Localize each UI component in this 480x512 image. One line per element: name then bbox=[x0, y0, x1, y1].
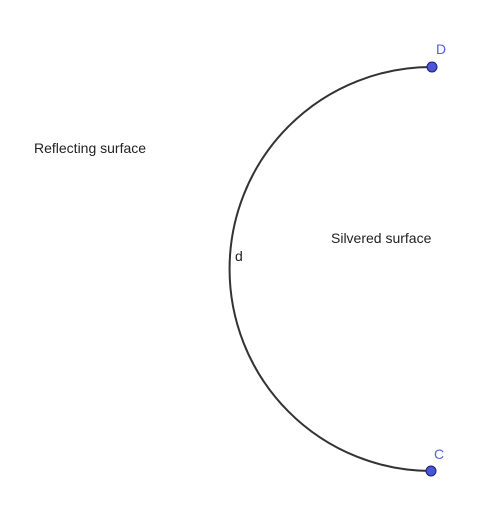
point-c-label: C bbox=[434, 446, 444, 462]
arc-name-label: d bbox=[235, 248, 243, 264]
reflecting-surface-label: Reflecting surface bbox=[34, 140, 146, 156]
silvered-surface-label: Silvered surface bbox=[331, 230, 432, 246]
point-c[interactable] bbox=[425, 465, 437, 477]
point-d[interactable] bbox=[426, 61, 438, 73]
point-d-label: D bbox=[436, 41, 446, 57]
arc-d bbox=[228, 65, 433, 472]
